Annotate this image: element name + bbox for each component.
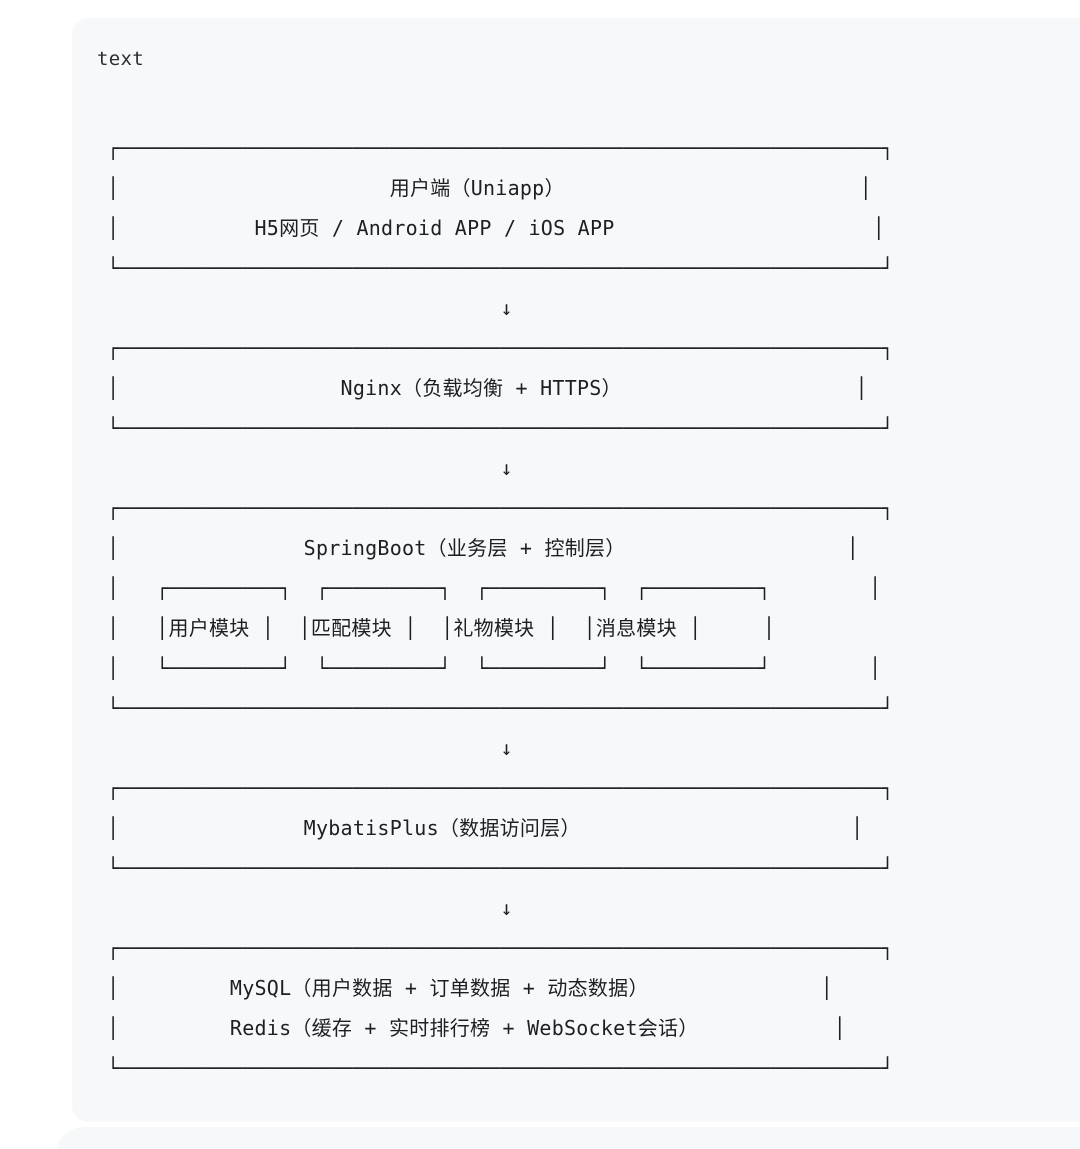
ascii-architecture-diagram: ┌───────────────────────────────────────… (107, 136, 894, 1080)
code-block-card: text ┌──────────────────────────────────… (72, 18, 1080, 1122)
code-language-label: text (97, 48, 144, 70)
next-section-card (55, 1127, 1080, 1149)
